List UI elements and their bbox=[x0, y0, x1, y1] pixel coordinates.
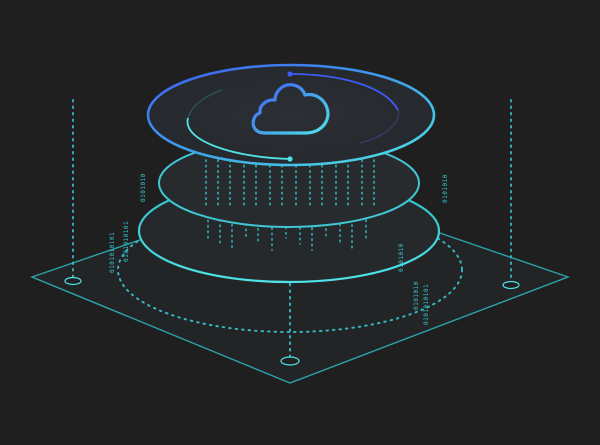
binary-label: 0101010 bbox=[442, 174, 449, 203]
platform-disk-top bbox=[146, 63, 436, 167]
corner-pillars bbox=[72, 99, 512, 359]
binary-label: 0101010101 bbox=[109, 232, 116, 273]
binary-labels: 0101010 0101010 0101010101 0101010101 01… bbox=[109, 173, 449, 325]
binary-label: 0101010101 bbox=[423, 284, 430, 325]
orbit-arc-bottom bbox=[186, 117, 291, 160]
orbit-dot-bottom bbox=[287, 156, 293, 162]
orbit-arc-top bbox=[289, 73, 399, 111]
binary-label: 0101010 bbox=[140, 173, 147, 202]
orbit-dot-top bbox=[287, 71, 293, 77]
binary-label: 0101010101 bbox=[123, 221, 130, 262]
orbit-arc-top-faint bbox=[359, 109, 400, 144]
data-streams-upper bbox=[205, 159, 375, 210]
cloud-icon bbox=[251, 83, 330, 135]
node-left bbox=[64, 276, 82, 286]
pillar-nodes bbox=[64, 276, 520, 366]
orbit-arc-bottom-faint bbox=[187, 89, 223, 119]
binary-label: 0101010 bbox=[398, 243, 405, 272]
node-front bbox=[280, 356, 300, 366]
binary-label: 0101010 bbox=[413, 281, 420, 310]
node-right bbox=[502, 280, 520, 290]
